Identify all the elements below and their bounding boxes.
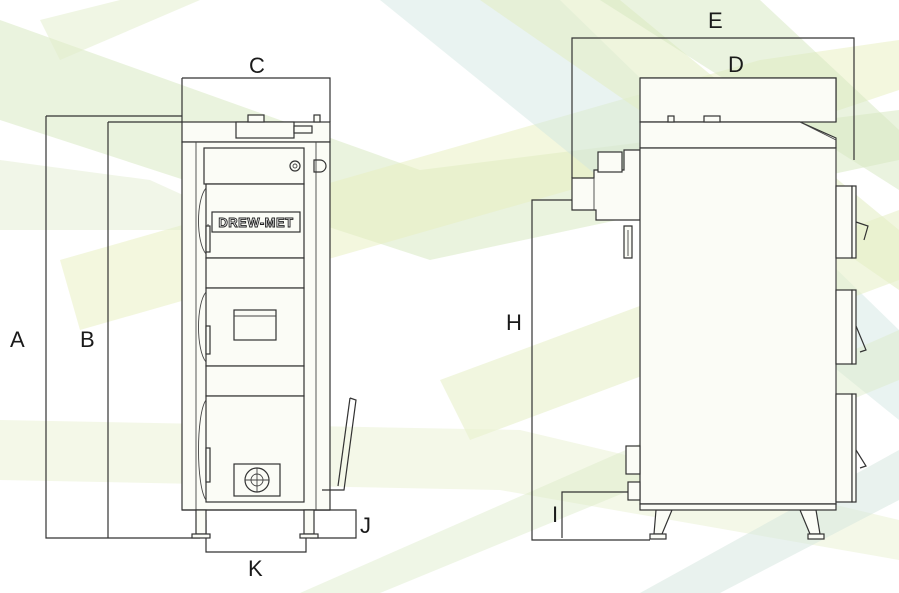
dimension-line-c (181, 77, 331, 122)
front-view: DREW-MET (45, 77, 357, 553)
side-body (639, 147, 837, 505)
dim-label-j: J (360, 513, 371, 538)
front-top-flap (235, 121, 295, 139)
dim-label-d: D (728, 52, 744, 77)
side-view (531, 37, 869, 541)
dimension-line-k (205, 520, 307, 553)
side-door-middle (835, 289, 853, 365)
dim-label-e: E (708, 8, 723, 33)
dim-label-c: C (249, 53, 265, 78)
dimension-line-b (107, 121, 182, 538)
side-foot-right (799, 509, 821, 535)
front-foot-left (195, 509, 207, 535)
dimension-line-i (561, 491, 628, 538)
dim-label-b: B (80, 327, 95, 352)
dimension-line-h (531, 199, 650, 541)
thermometer-icon (289, 160, 301, 172)
side-foot-left (653, 509, 673, 535)
side-door-upper (835, 185, 853, 259)
ash-lever (322, 397, 357, 491)
dim-label-h: H (506, 310, 522, 335)
front-door-middle (205, 287, 305, 367)
inspection-window (233, 309, 277, 341)
handle-knob-icon (313, 159, 327, 173)
brand-plate-frame (211, 211, 301, 233)
brand-plate: DREW-MET (218, 215, 293, 230)
dim-label-k: K (248, 556, 263, 581)
front-foot-right (303, 509, 315, 535)
side-top-cover (639, 77, 837, 123)
dimension-line-a (45, 115, 200, 539)
side-door-lower (835, 393, 853, 503)
dimension-line-j (310, 509, 357, 539)
dim-label-a: A (10, 327, 25, 352)
dim-label-i: I (552, 502, 559, 527)
dimension-line-e (571, 37, 855, 178)
